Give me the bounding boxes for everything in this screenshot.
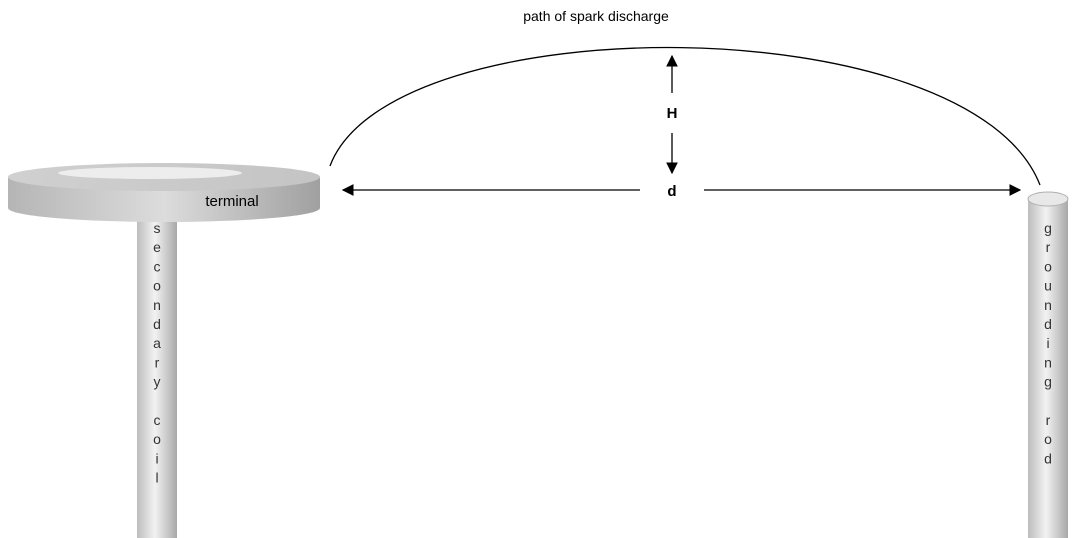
grounding-rod-label-letter: g (1044, 374, 1052, 390)
terminal-label: terminal (205, 193, 258, 210)
secondary-coil-label-letter: c (154, 258, 161, 274)
grounding-rod-label-letter: n (1044, 297, 1052, 313)
secondary-coil-label-letter: y (154, 374, 161, 390)
height-label: H (667, 105, 678, 122)
secondary-coil-label-letter: n (153, 297, 161, 313)
grounding-rod-label-letter: u (1044, 278, 1052, 294)
grounding-rod-label-letter: i (1046, 335, 1049, 351)
secondary-coil (137, 208, 177, 538)
secondary-coil-label-letter: o (153, 278, 161, 294)
secondary-coil-label-letter: d (153, 316, 161, 332)
terminal (8, 163, 320, 222)
secondary-coil-label-letter: c (154, 412, 161, 428)
secondary-coil-label-letter: s (154, 220, 161, 236)
secondary-coil-label-letter: e (153, 239, 161, 255)
secondary-coil-label-letter: i (155, 450, 158, 466)
secondary-coil-label-letter: o (153, 431, 161, 447)
grounding-rod-label-letter: r (1046, 412, 1051, 428)
grounding-rod-label-letter: o (1044, 431, 1052, 447)
grounding-rod-label-letter: g (1044, 220, 1052, 236)
path-label: path of spark discharge (523, 8, 669, 24)
secondary-coil-label-letter: r (155, 354, 160, 370)
grounding-rod-label-letter: o (1044, 258, 1052, 274)
grounding-rod-label-letter: d (1044, 450, 1052, 466)
grounding-rod-label-letter: n (1044, 354, 1052, 370)
grounding-rod (1027, 191, 1069, 538)
grounding-rod-label-letter: r (1046, 239, 1051, 255)
distance-label: d (667, 183, 676, 200)
spark-discharge-path (329, 46, 1041, 186)
grounding-rod-label-letter: d (1044, 316, 1052, 332)
secondary-coil-label-letter: l (155, 470, 158, 486)
secondary-coil-label-letter: a (153, 335, 161, 351)
